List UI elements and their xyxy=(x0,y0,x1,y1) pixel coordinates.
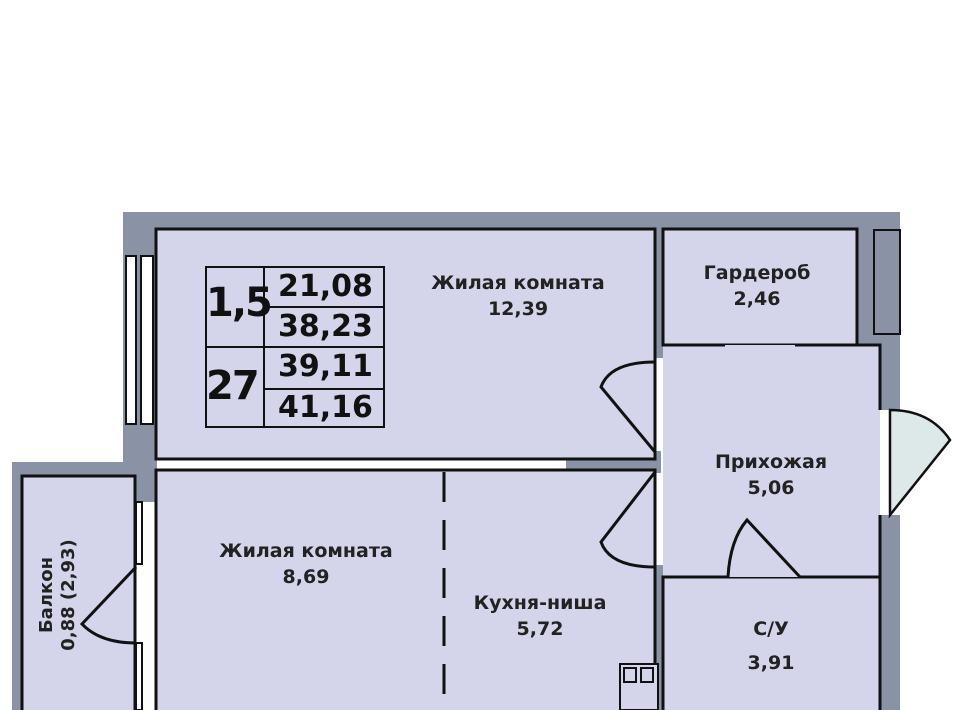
area-value: 41,16 xyxy=(278,390,373,425)
summary-table-grid xyxy=(205,266,385,428)
room-hall xyxy=(663,345,880,577)
room-wardrobe xyxy=(661,227,859,347)
rooms xyxy=(20,227,882,710)
room-living-2 xyxy=(154,468,657,710)
room-living-1 xyxy=(154,227,657,461)
entrance-door xyxy=(888,408,952,519)
door-swings xyxy=(79,360,802,645)
rooms-count: 1,5 xyxy=(206,280,273,326)
window xyxy=(125,255,154,710)
area-value: 39,11 xyxy=(278,349,373,384)
room-balcony xyxy=(20,474,137,710)
apartment-number: 27 xyxy=(206,363,260,409)
area-value: 38,23 xyxy=(278,309,373,344)
area-value: 21,08 xyxy=(278,269,373,304)
stove-icon xyxy=(619,663,659,710)
